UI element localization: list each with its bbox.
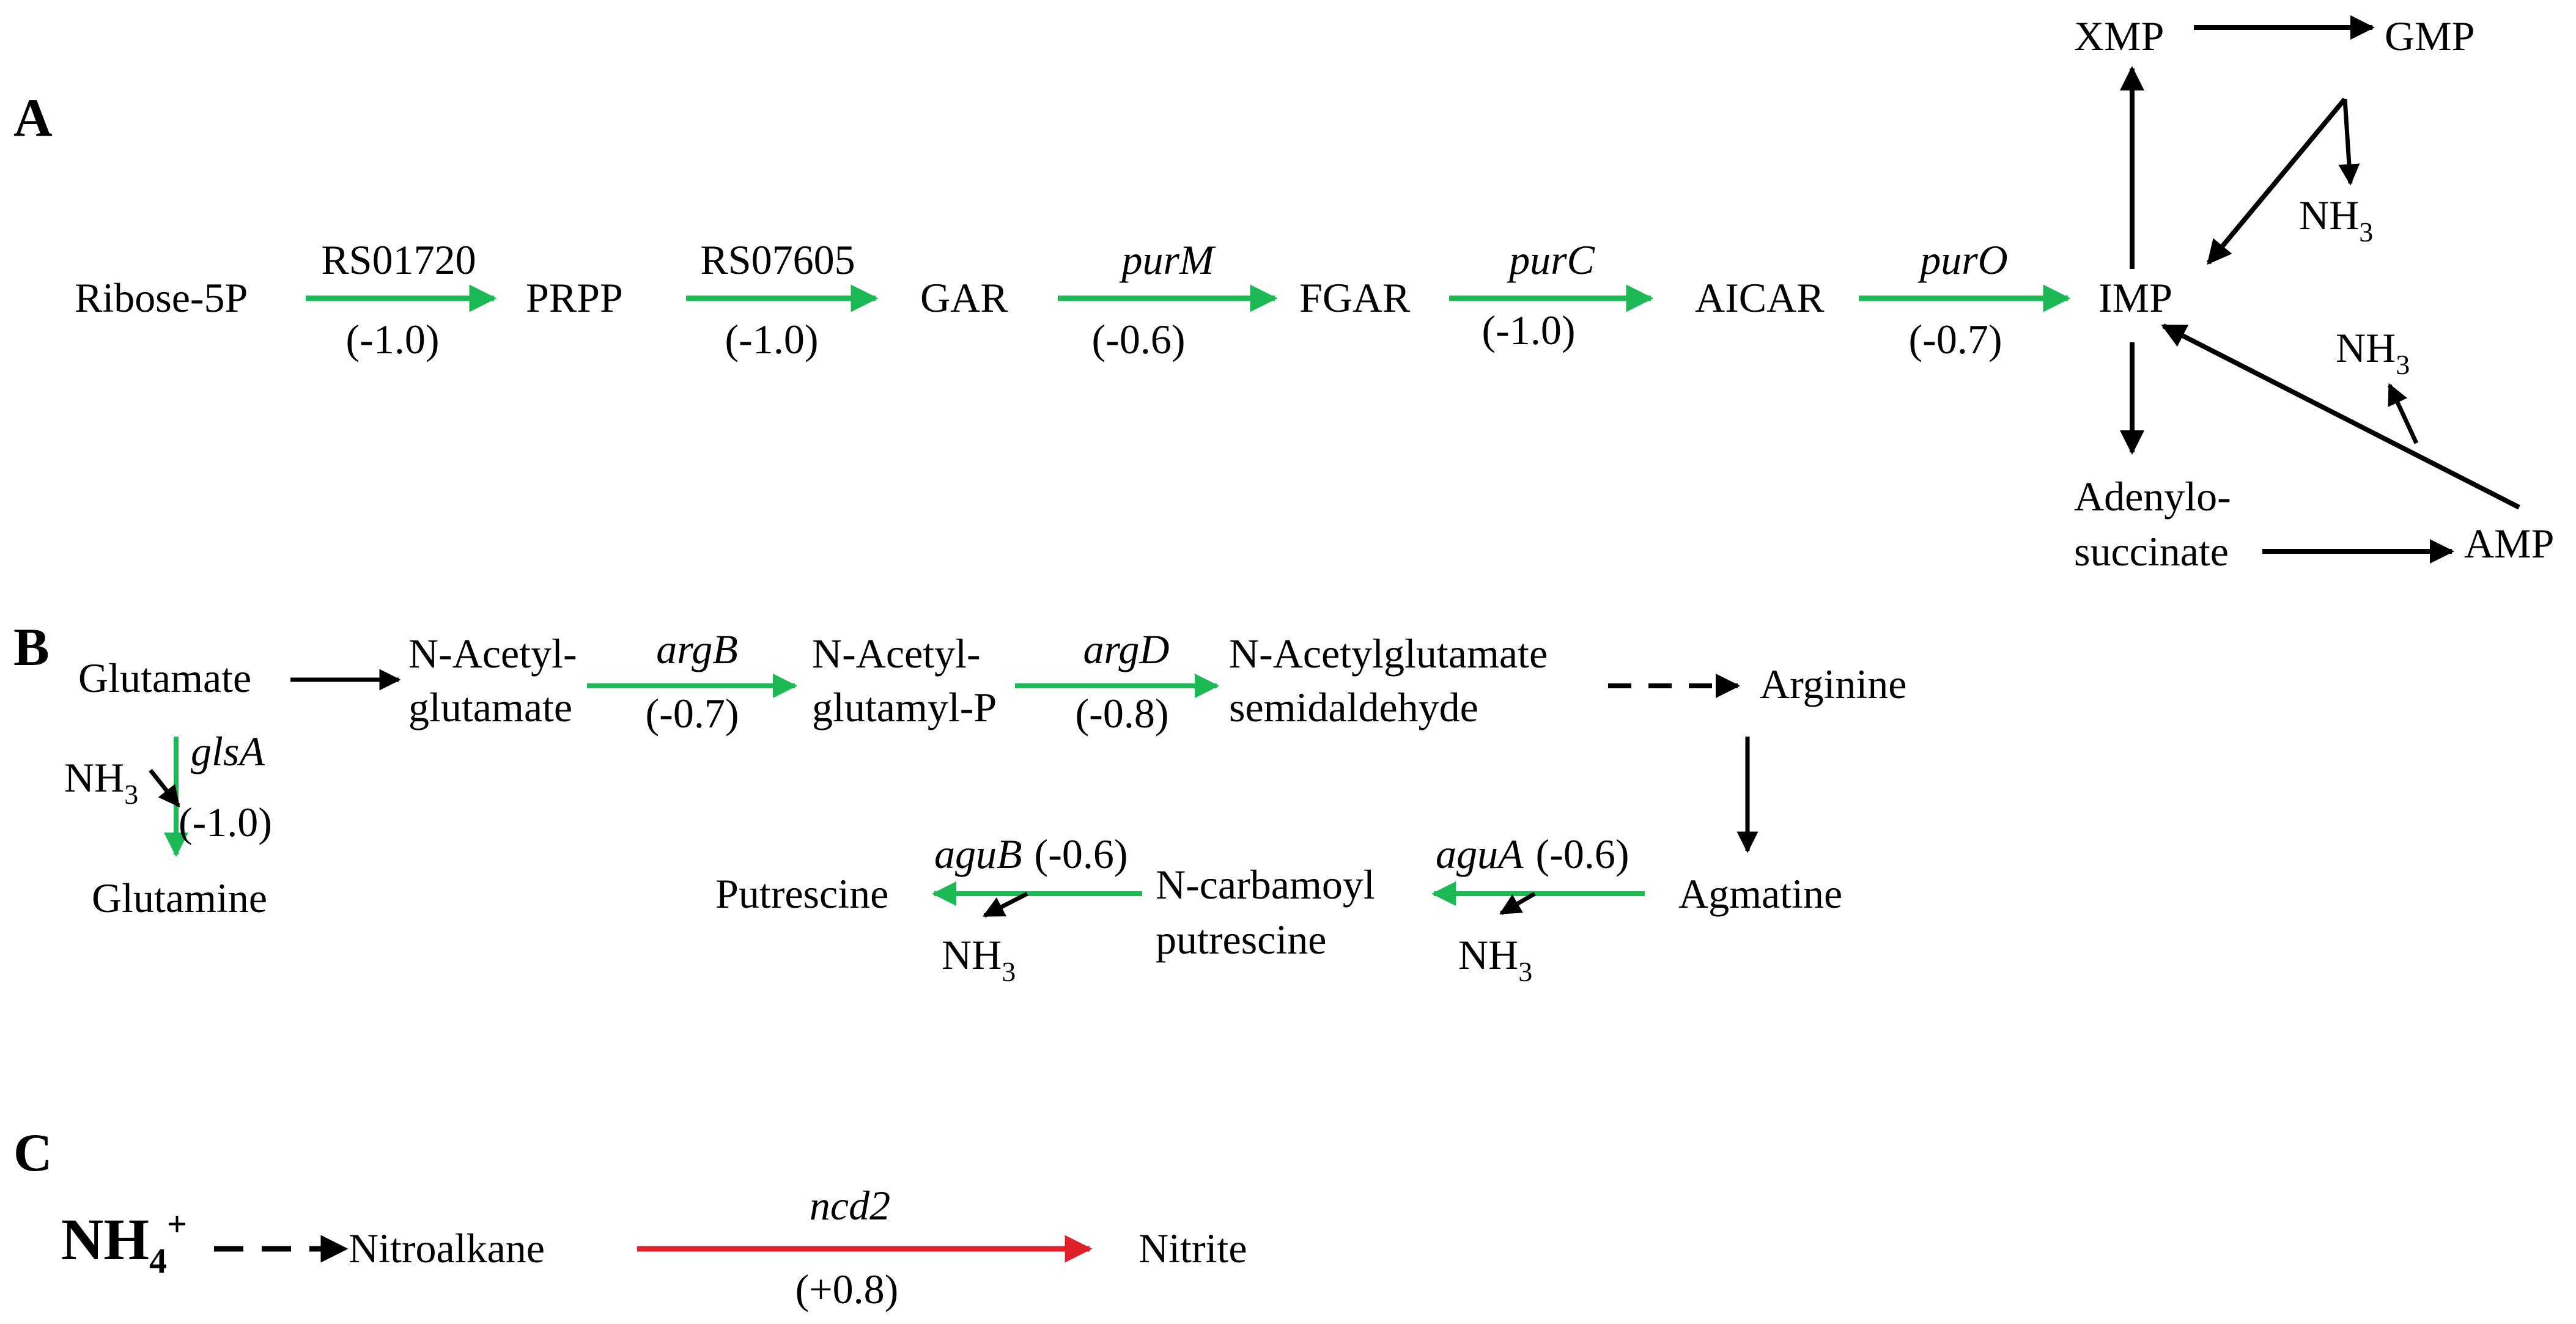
panel-label-c: C: [13, 1124, 53, 1183]
agua-nh3-release-arrow: [1499, 891, 1536, 916]
agua-label: aguA(-0.6): [1436, 831, 1629, 877]
glsa-gene-label: glsA: [191, 728, 265, 774]
argb-value: (-0.7): [646, 690, 739, 737]
glutamate-label: Glutamate: [78, 655, 251, 701]
gmp-to-imp-arrow: [2206, 97, 2347, 265]
rs01720-value: (-1.0): [346, 316, 440, 362]
nacetylglutamate-label-line2: glutamate: [408, 684, 572, 730]
agub-nh3-release-arrow: [982, 891, 1028, 918]
arginine-label: Arginine: [1760, 661, 1907, 707]
gar-label: GAR: [920, 274, 1008, 321]
glsa-value: (-1.0): [179, 799, 272, 845]
nacetylglutamate-label-line1: N-Acetyl-: [408, 630, 577, 677]
agua-nh3-label: NH3: [1458, 932, 1532, 987]
purc-gene-label: purC: [1507, 237, 1595, 283]
purc-value: (-1.0): [1482, 307, 1576, 353]
ncarbamoyl-label-line2: putrescine: [1156, 916, 1326, 963]
panel-label-a: A: [13, 89, 53, 148]
fgar-label: FGAR: [1299, 274, 1411, 321]
amp-label: AMP: [2464, 520, 2554, 567]
semialdehyde-label-line2: semidaldehyde: [1229, 684, 1478, 730]
imp-label: IMP: [2098, 274, 2172, 321]
gmp-label: GMP: [2385, 13, 2475, 59]
ribose-5p-label: Ribose-5P: [75, 274, 248, 321]
putrescine-label: Putrescine: [715, 870, 888, 917]
panel-label-b: B: [13, 618, 50, 677]
puro-value: (-0.7): [1909, 316, 2002, 362]
glutamine-label: Glutamine: [92, 875, 267, 921]
amp-nh3-label: NH3: [2336, 325, 2410, 380]
adenylosuccinate-label-line2: succinate: [2074, 528, 2229, 575]
xmp-label: XMP: [2074, 13, 2164, 59]
nitrite-label: Nitrite: [1139, 1225, 1247, 1271]
nacetylglutamylp-label-line2: glutamyl-P: [812, 684, 997, 730]
ncarbamoyl-label-line1: N-carbamoyl: [1156, 861, 1375, 908]
rs07605-value: (-1.0): [725, 316, 819, 362]
ncd2-value: (+0.8): [795, 1266, 899, 1312]
nacetylglutamylp-label-line1: N-Acetyl-: [812, 630, 981, 677]
amp-nh3-release-arrow: [2387, 383, 2419, 444]
nh4-label: NH4+: [61, 1204, 187, 1281]
gmp-nh3-label: NH3: [2299, 192, 2373, 248]
amp-to-imp-arrow: [2161, 323, 2520, 510]
aicar-label: AICAR: [1695, 274, 1825, 321]
argd-gene-label: argD: [1083, 626, 1169, 672]
rs07605-gene-label: RS07605: [700, 237, 855, 283]
argd-value: (-0.8): [1076, 690, 1169, 737]
prpp-label: PRPP: [526, 274, 623, 321]
semialdehyde-label-line1: N-Acetylglutamate: [1229, 630, 1548, 677]
purm-value: (-0.6): [1092, 316, 1186, 362]
agmatine-label: Agmatine: [1678, 870, 1842, 917]
glsa-nh3-uptake-arrow: [149, 768, 180, 807]
agub-label: aguB(-0.6): [934, 831, 1127, 877]
ncd2-gene-label: ncd2: [810, 1182, 890, 1229]
agub-nh3-label: NH3: [942, 932, 1016, 987]
puro-gene-label: purO: [1917, 237, 2008, 283]
rs01720-gene-label: RS01720: [321, 237, 476, 283]
argb-gene-label: argB: [656, 626, 737, 672]
gmp-nh3-release-arrow: [2338, 98, 2360, 186]
purm-gene-label: purM: [1119, 237, 1216, 283]
adenylosuccinate-label-line1: Adenylo-: [2074, 473, 2231, 520]
nitroalkane-label: Nitroalkane: [349, 1225, 545, 1271]
glsa-nh3-label: NH3: [64, 754, 138, 810]
